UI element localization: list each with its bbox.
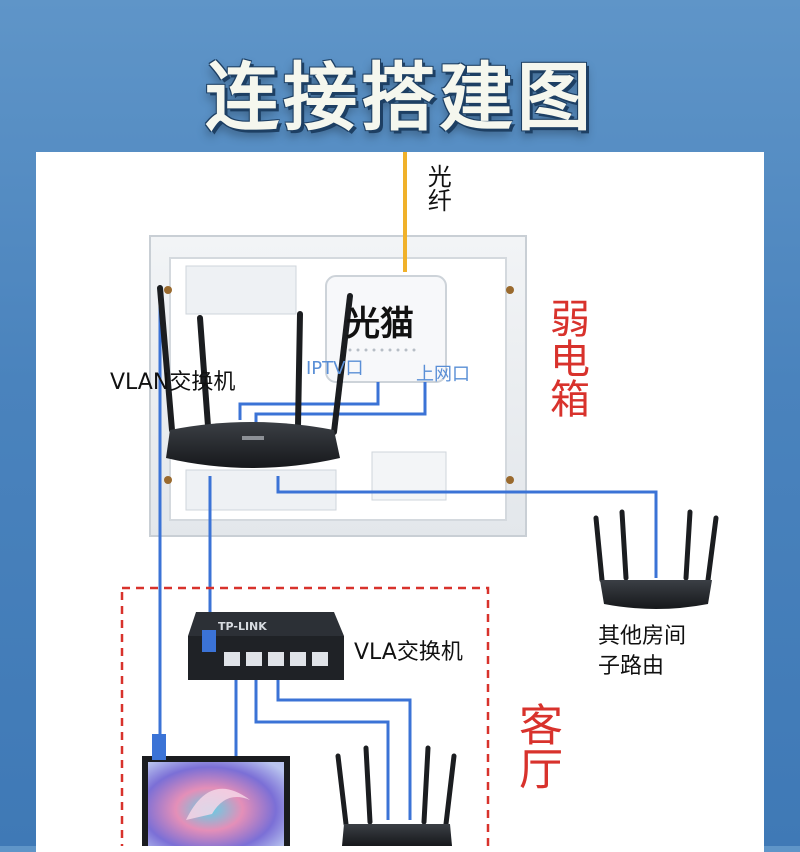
cable-switch-router2 (276, 668, 412, 820)
vlan-router (157, 285, 353, 468)
other-room-router-label: 其他房间 子路由 (598, 624, 687, 679)
network-cables (158, 286, 658, 820)
vlan-switch-top-label: VLAN交换机 (110, 370, 236, 395)
switch-brand-label: TP-LINK (218, 620, 267, 633)
modem-label: 光猫 (346, 304, 414, 344)
optical-modem (325, 275, 447, 383)
living-room-area (120, 586, 490, 846)
cable-iptv (238, 382, 380, 420)
other-room-router (593, 509, 719, 609)
tv (142, 734, 290, 846)
weak-current-box (149, 235, 527, 537)
weak-box-label: 弱电箱 (543, 298, 589, 418)
tplink-switch (188, 612, 344, 680)
cable-switch-router1 (254, 668, 390, 820)
iptv-port-label: IPTV口 (306, 358, 364, 379)
living-room-router (335, 745, 457, 846)
page-title: 连接搭建图 (205, 55, 595, 141)
cable-uplink (254, 382, 427, 426)
fiber-label: 光纤 (423, 164, 452, 212)
uplink-port-label: 上网口 (416, 364, 470, 385)
cable-other-router (276, 476, 658, 578)
vla-switch-label: VLA交换机 (354, 640, 463, 665)
living-room-label: 客厅 (511, 702, 562, 790)
